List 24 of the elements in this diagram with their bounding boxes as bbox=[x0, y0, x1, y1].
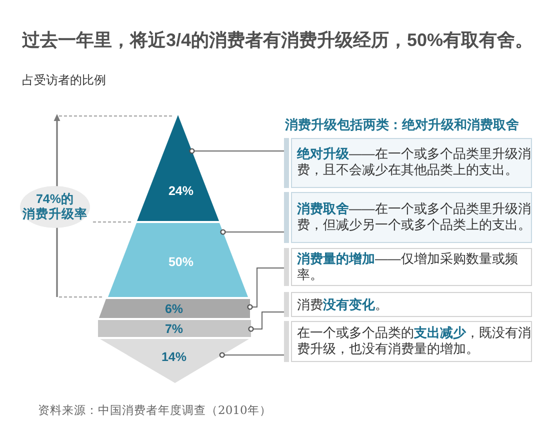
subtitle: 占受访者的比例 bbox=[22, 73, 106, 87]
pyramid-layer bbox=[100, 339, 249, 383]
pyramid-layer bbox=[99, 299, 250, 318]
title: 过去一年里，将近3/4的消费者有消费升级经历，50%有取有舍。 bbox=[22, 30, 534, 50]
pyramid-layer bbox=[98, 320, 251, 337]
percentage-label: 6% bbox=[164, 302, 184, 316]
percentage-label: 7% bbox=[164, 322, 184, 336]
leader-line bbox=[220, 229, 284, 235]
description-box: 在一个或多个品类的支出减少，既没有消费升级，也没有消费量的增加。 bbox=[284, 321, 532, 362]
leader-line bbox=[248, 312, 284, 332]
description-box: 消费取舍——在一个或多个品类里升级消费，但减少另一个或多个品类上的支出。 bbox=[284, 192, 532, 243]
percentage-label: 24% bbox=[168, 184, 194, 198]
description-box: 绝对升级——在一个或多个品类里升级消费，且不会减少在其他品类上的支出。 bbox=[284, 138, 532, 188]
source-note: 资料来源：中国消费者年度调查（2010年） bbox=[38, 403, 272, 417]
percentage-label: 50% bbox=[168, 255, 194, 269]
description-box: 消费没有变化。 bbox=[284, 292, 532, 317]
leader-line bbox=[219, 352, 284, 358]
percentage-label: 14% bbox=[161, 350, 187, 364]
callout-ellipse: 74%的消费升级率 bbox=[20, 186, 90, 228]
pyramid-layer bbox=[137, 115, 219, 221]
leader-line bbox=[189, 148, 284, 154]
leader-line bbox=[247, 268, 284, 310]
description-box: 消费量的增加——仅增加采购数量或频率。 bbox=[284, 248, 532, 286]
pyramid-layer bbox=[108, 223, 248, 297]
